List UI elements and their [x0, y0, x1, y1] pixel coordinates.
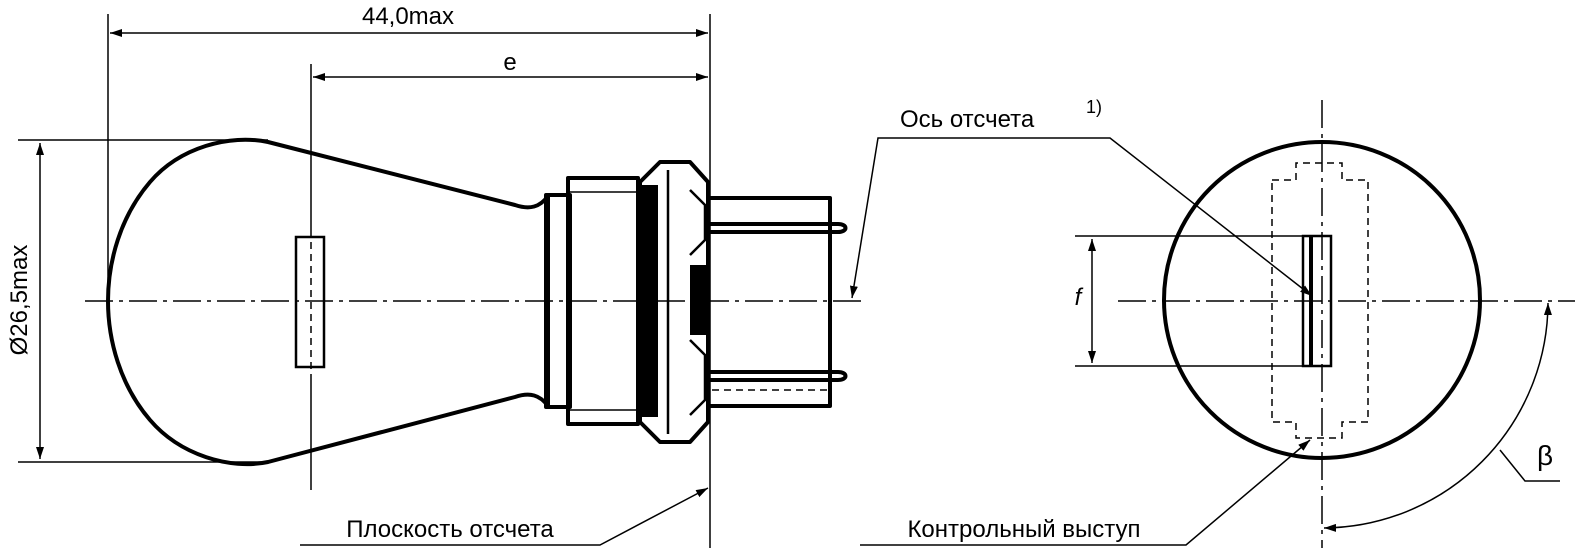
beta-angle-arc: [1323, 302, 1552, 532]
control-lug-leader: [860, 439, 1311, 546]
reference-axis-leader-end: [902, 137, 1313, 297]
bulb-outline: [106, 137, 550, 467]
reference-plane-leader: [300, 487, 709, 546]
beta-angle-label: β: [1537, 440, 1553, 471]
side-view: 44,0max e Ø26,5max Плоскость отсчета: [6, 3, 902, 548]
contact-pin-lower: [708, 370, 848, 408]
filament: [294, 235, 326, 369]
end-view-filament: [1301, 234, 1333, 368]
reference-axis-label: Ось отсчета: [900, 106, 1035, 133]
overall-length-label: 44,0max: [362, 3, 454, 30]
reference-axis-footnote: 1): [1086, 97, 1102, 117]
end-view: f Ось отсчета 1) Контрольный выступ β: [860, 97, 1575, 548]
e-dimension-label: e: [503, 49, 516, 76]
contact-pin-upper: [708, 196, 848, 234]
base-flange: [638, 160, 710, 444]
diameter-label: Ø26,5max: [6, 245, 33, 356]
f-dimension-label: f: [1075, 284, 1084, 311]
reference-plane-label: Плоскость отсчета: [346, 516, 554, 543]
base-ring-dark: [640, 185, 658, 417]
beta-angle-leader: [1499, 449, 1560, 482]
reference-axis-leader-side: [849, 137, 902, 299]
control-lug-label: Контрольный выступ: [907, 516, 1140, 543]
